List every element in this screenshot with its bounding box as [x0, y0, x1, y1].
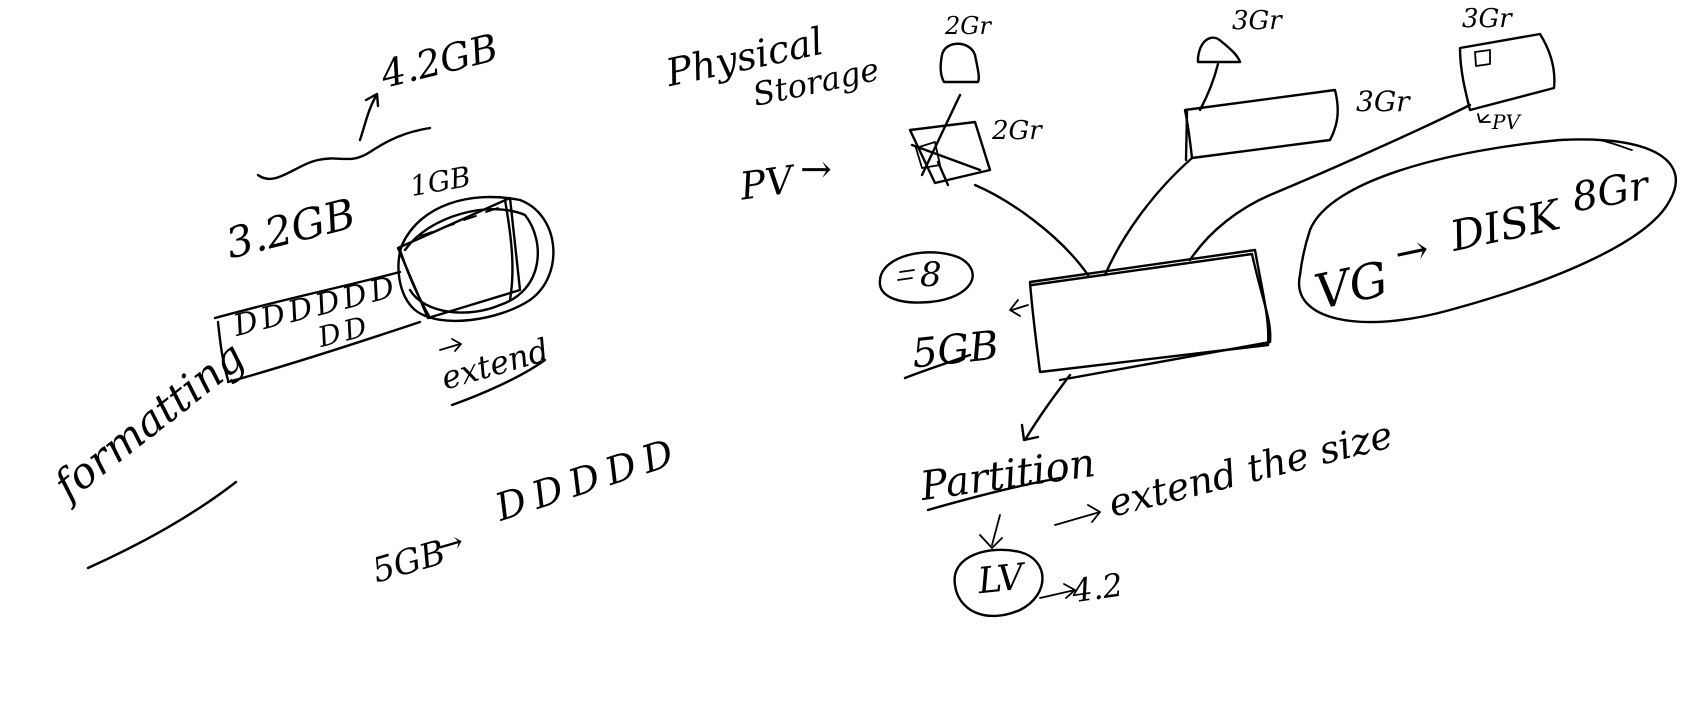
pv2-to-vg-line — [1103, 156, 1194, 277]
pv-arrow-glyph: → — [800, 147, 832, 191]
extend-arrow — [439, 338, 462, 352]
vg-disk-ellipse — [1297, 138, 1677, 324]
pv-2gb-size: 2Gr — [992, 116, 1042, 146]
to-extend-size-arrow — [1054, 504, 1101, 526]
eight-circle — [878, 251, 974, 304]
wavy-stroke — [256, 126, 432, 181]
partition-underline — [926, 476, 1062, 512]
vg-label: VG — [1309, 251, 1394, 321]
vg-box-double — [1030, 252, 1272, 382]
disk-3gb-pv-arrow — [1477, 113, 1491, 123]
partition-to-lv-arrow — [979, 514, 1003, 549]
pv-3gb-size: 3Gr — [1356, 85, 1410, 118]
extend-underline — [450, 358, 547, 407]
disk-3gb-size: 3Gr — [1232, 6, 1282, 36]
pv-box-cross — [910, 93, 982, 187]
lv-to-size-arrow — [1039, 583, 1076, 599]
arrow-to-4-2gb — [358, 92, 380, 142]
extension-loop-2 — [403, 208, 539, 314]
disk-2gb — [939, 42, 980, 84]
partition-strip-bottom — [226, 320, 422, 384]
extension-loop-1 — [397, 195, 555, 323]
partition-strip-top — [213, 270, 402, 320]
disk-3gb-bell — [1196, 36, 1242, 64]
vg-disk-ellipse-tail — [1599, 139, 1633, 151]
five-gb-underline — [903, 353, 972, 380]
lv-label: LV — [975, 556, 1026, 603]
five-gb-label-right: 5GB — [909, 322, 1001, 378]
pv-box-3gb-stub — [1184, 110, 1189, 162]
lv-size-label: 4.2 — [1069, 565, 1126, 611]
vg-to-5gb-arrow — [1009, 299, 1029, 317]
pv-small-label: PV — [1492, 110, 1520, 134]
disk-3gb-inner-square — [1474, 49, 1491, 67]
eight-label: 8 — [920, 255, 942, 295]
pv-arrow-label: PV — [737, 157, 796, 209]
disk-2gb-size: 2Gr — [945, 12, 991, 40]
extension-dashes — [419, 207, 499, 237]
pv3-to-vg-line — [1188, 103, 1472, 262]
disk-3gb-top-size: 3Gr — [1462, 4, 1512, 34]
vg-to-partition-arrow — [1020, 373, 1072, 442]
extension-box — [396, 196, 522, 320]
pv-box-3gb — [1183, 88, 1339, 160]
vg-box — [1028, 248, 1270, 374]
lv-circle — [953, 548, 1044, 618]
eight-equals — [897, 269, 915, 281]
pv-box-inner — [915, 141, 941, 169]
pv1-to-vg-line — [973, 183, 1090, 277]
disk-3gb-line — [1198, 62, 1220, 112]
partition-strip-left — [216, 320, 230, 382]
formatting-underline — [86, 480, 238, 570]
disk-3gb-box — [1458, 32, 1556, 112]
extension-scribble — [398, 198, 514, 320]
